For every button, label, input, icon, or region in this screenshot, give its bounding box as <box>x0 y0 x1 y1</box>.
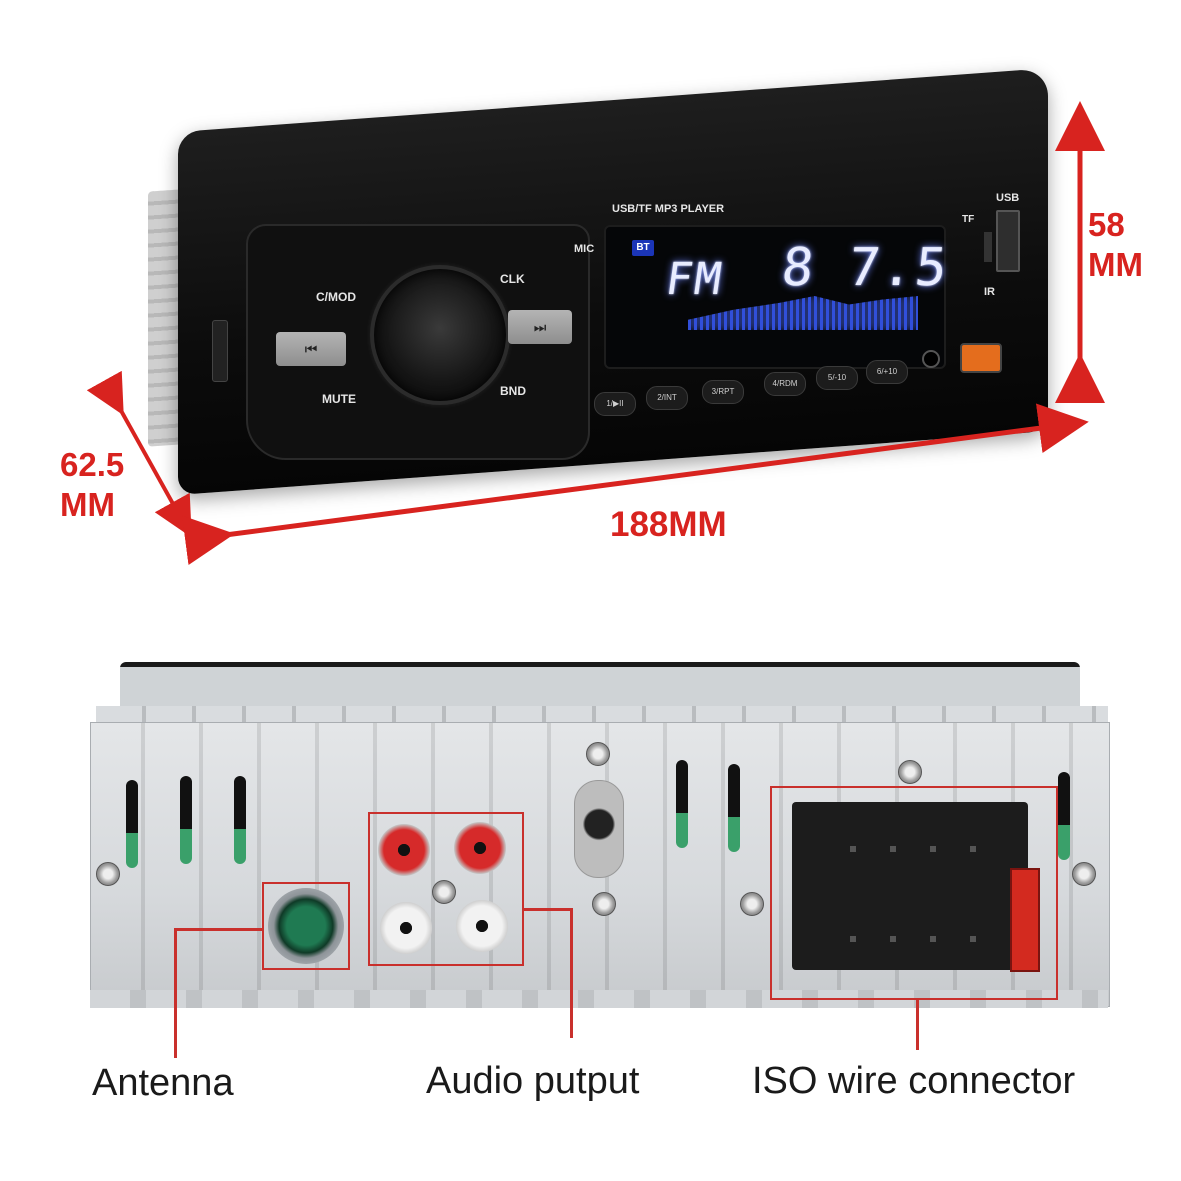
vent-slot <box>180 776 192 864</box>
preset-button-4[interactable]: 4/RDM <box>764 372 806 396</box>
screw-icon <box>740 892 764 916</box>
dimension-arrows <box>86 101 1105 566</box>
preset-button-5[interactable]: 5/-10 <box>816 366 858 390</box>
screw-icon <box>96 862 120 886</box>
antenna-socket <box>268 888 344 964</box>
audio-output-caption: Audio putput <box>426 1060 640 1102</box>
audio-leader-v <box>570 908 573 1038</box>
next-track-button[interactable]: ⏭ <box>508 310 572 344</box>
chassis-rail <box>96 706 1108 726</box>
antenna-caption: Antenna <box>92 1062 234 1104</box>
iso-connector-highlight <box>770 786 1058 1000</box>
volume-knob[interactable] <box>370 265 510 405</box>
usb-port-front[interactable] <box>960 343 1002 373</box>
depth-dimension-label: 62.5 MM <box>60 446 125 523</box>
rca-jack-red-left <box>378 824 430 876</box>
screw-icon <box>586 742 610 766</box>
chassis-bottom <box>90 990 1108 1008</box>
vent-slot <box>1058 772 1070 860</box>
rca-jack-white-left <box>380 902 432 954</box>
iso-pin <box>890 936 896 942</box>
side-release-slot <box>212 320 228 382</box>
screw-icon <box>432 880 456 904</box>
audio-output-highlight <box>368 812 524 966</box>
screw-icon <box>898 760 922 784</box>
mic-label: MIC <box>574 243 595 255</box>
mounting-hole <box>574 780 624 878</box>
rca-jack-red-right <box>454 822 506 874</box>
antenna-highlight <box>262 882 350 970</box>
iso-pin <box>890 846 896 852</box>
vent-slot <box>126 780 138 868</box>
chassis-top-back <box>120 662 1080 712</box>
rca-jack-white-right <box>456 900 508 952</box>
tf-label: TF <box>962 214 975 225</box>
vent-slot <box>234 776 246 864</box>
ir-label: IR <box>984 286 995 298</box>
iso-connector-block <box>792 802 1028 970</box>
usb-slot[interactable] <box>996 210 1020 272</box>
aux-jack[interactable] <box>922 350 940 368</box>
iso-pin <box>930 846 936 852</box>
screw-icon <box>592 892 616 916</box>
vent-slot <box>728 764 740 852</box>
iso-pin <box>970 846 976 852</box>
preset-button-6[interactable]: 6/+10 <box>866 360 908 384</box>
iso-pin <box>930 936 936 942</box>
usb-label: USB <box>996 192 1020 204</box>
screw-icon <box>1072 862 1096 886</box>
bluetooth-badge: BT <box>632 240 654 256</box>
iso-pin <box>970 936 976 942</box>
previous-track-button[interactable]: ⏮ <box>276 332 346 366</box>
height-dimension-label: 58 MM <box>1088 206 1143 283</box>
clock-button-label[interactable]: CLK <box>500 272 525 286</box>
iso-pin <box>850 846 856 852</box>
mute-button-label[interactable]: MUTE <box>322 392 356 406</box>
fuse <box>1010 868 1040 972</box>
width-arrow <box>181 403 1089 566</box>
vent-slot <box>676 760 688 848</box>
tf-card-slot[interactable] <box>984 232 992 262</box>
mode-button-label[interactable]: C/MOD <box>316 290 356 304</box>
antenna-leader-v <box>174 928 177 1058</box>
player-model-label: USB/TF MP3 PLAYER <box>612 203 725 215</box>
band-button-label[interactable]: BND <box>500 384 526 398</box>
audio-leader-h <box>524 908 572 911</box>
iso-pin <box>850 936 856 942</box>
iso-connector-caption: ISO wire connector <box>752 1060 1076 1102</box>
antenna-leader-h <box>174 928 264 931</box>
depth-arrow <box>86 370 192 538</box>
lcd-display <box>604 225 946 369</box>
iso-leader-v <box>916 1000 919 1050</box>
width-dimension-label: 188MM <box>610 505 727 544</box>
